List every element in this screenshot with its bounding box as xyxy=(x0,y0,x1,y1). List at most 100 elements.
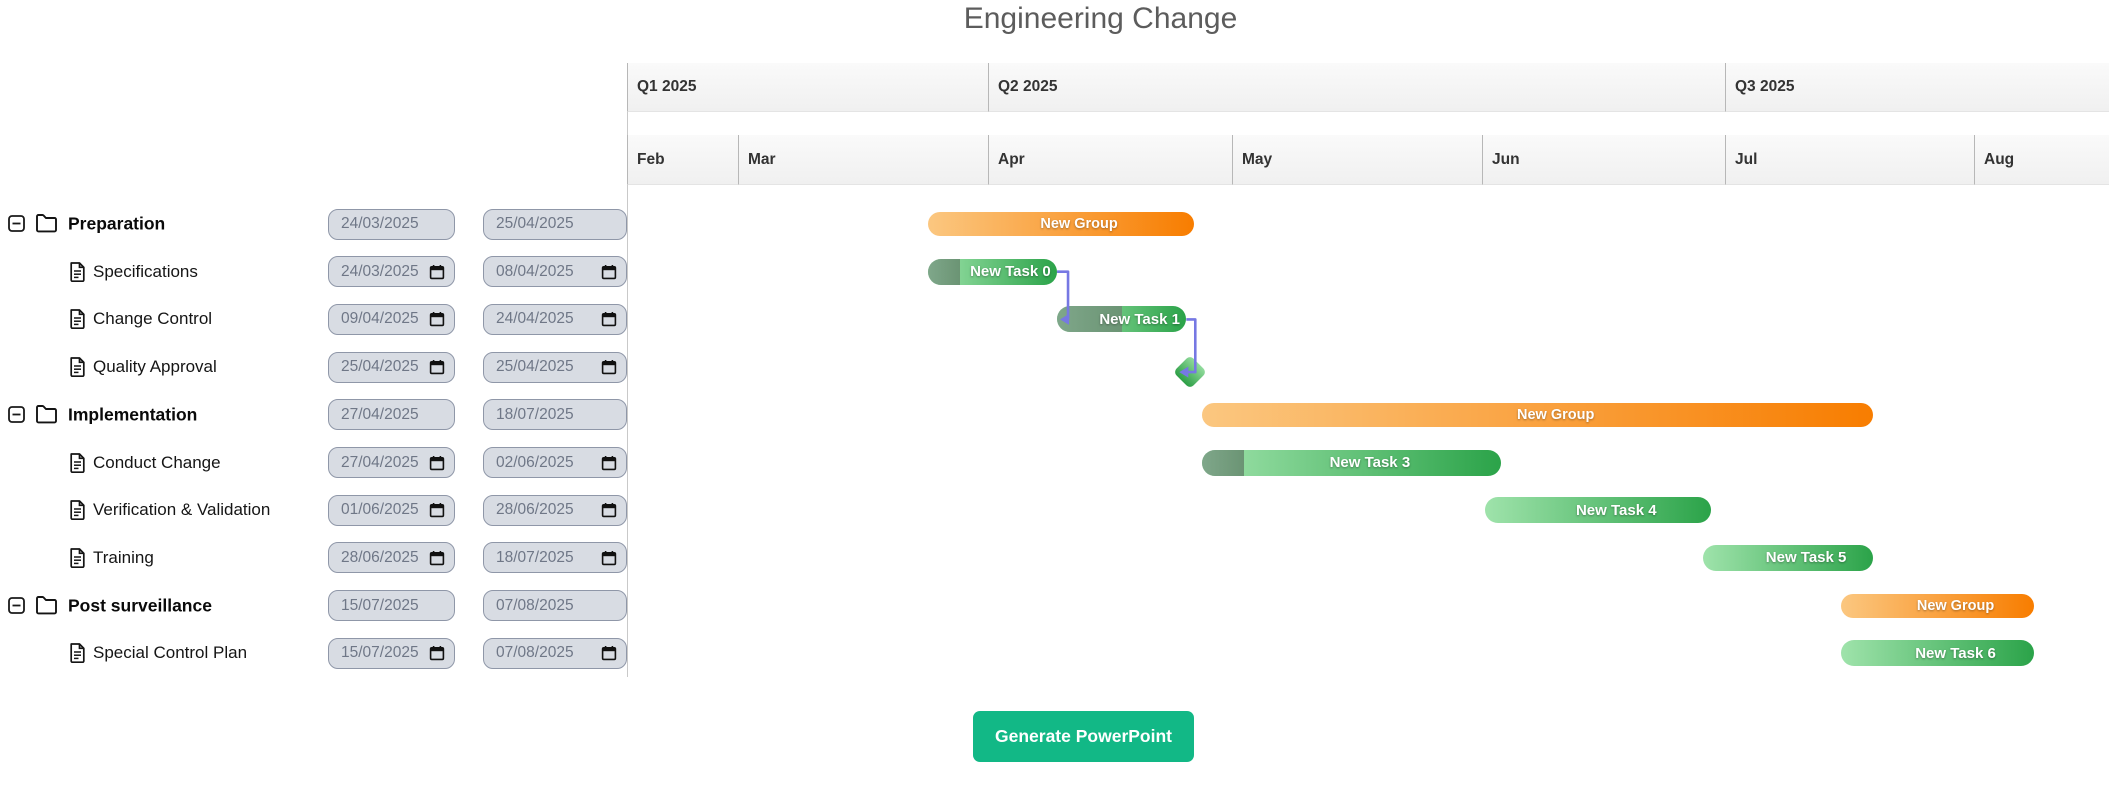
task-progress xyxy=(1202,449,1245,476)
end-date-input[interactable]: 07/08/2025 xyxy=(483,590,627,622)
task-bar-label: New Task 5 xyxy=(1765,549,1847,567)
task-bar-label: New Task 3 xyxy=(1329,454,1411,471)
start-date-input[interactable]: 27/04/2025 xyxy=(328,447,455,478)
milestone-diamond[interactable] xyxy=(1173,355,1208,390)
calendar-icon[interactable] xyxy=(429,455,445,471)
end-date-input[interactable]: 25/04/2025 xyxy=(483,351,627,383)
task-bar-label: New Task 6 xyxy=(1915,644,1996,662)
start-date-input[interactable]: 24/03/2025 xyxy=(328,256,455,288)
collapse-icon[interactable] xyxy=(8,596,25,614)
calendar-icon[interactable] xyxy=(601,502,617,518)
document-icon xyxy=(69,499,86,521)
calendar-icon[interactable] xyxy=(429,359,445,375)
calendar-icon[interactable] xyxy=(429,311,445,327)
document-icon xyxy=(69,308,86,330)
date-value: 27/04/2025 xyxy=(341,453,419,471)
start-date-input[interactable]: 24/03/2025 xyxy=(328,208,455,240)
folder-icon xyxy=(35,404,58,424)
collapse-icon[interactable] xyxy=(8,405,25,423)
calendar-icon[interactable] xyxy=(601,311,617,327)
group-bar[interactable]: New Group xyxy=(1202,402,1873,427)
end-date-input[interactable]: 02/06/2025 xyxy=(483,447,627,478)
date-value: 28/06/2025 xyxy=(341,548,419,566)
date-value: 28/06/2025 xyxy=(496,501,574,519)
date-value: 08/04/2025 xyxy=(496,262,574,280)
quarter-label: Q3 2025 xyxy=(1735,78,1795,95)
task-label: Quality Approval xyxy=(93,357,217,377)
start-date-input[interactable]: 15/07/2025 xyxy=(328,637,455,669)
task-progress xyxy=(927,258,961,285)
document-icon xyxy=(69,642,86,664)
task-label: Change Control xyxy=(93,309,213,329)
start-date-input[interactable]: 01/06/2025 xyxy=(328,494,455,526)
start-date-input[interactable]: 25/04/2025 xyxy=(328,351,455,383)
timeline-month-cell: Mar xyxy=(738,135,988,185)
document-icon xyxy=(69,452,86,473)
end-date-input[interactable]: 07/08/2025 xyxy=(483,637,627,669)
timeline-month-cell: Jul xyxy=(1725,135,1974,185)
date-value: 24/03/2025 xyxy=(341,262,419,280)
task-label: Conduct Change xyxy=(93,452,221,472)
timeline-month-cell: Apr xyxy=(988,135,1232,185)
timeline-month-cell: Jun xyxy=(1482,135,1725,185)
document-icon xyxy=(69,547,86,568)
group-bar[interactable]: New Group xyxy=(927,212,1195,236)
month-label: Mar xyxy=(748,150,776,168)
calendar-icon[interactable] xyxy=(429,264,445,280)
calendar-icon[interactable] xyxy=(429,550,445,566)
date-value: 27/04/2025 xyxy=(341,405,419,423)
group-label: Post surveillance xyxy=(68,595,212,616)
calendar-icon[interactable] xyxy=(601,264,617,280)
task-bar[interactable]: New Task 6 xyxy=(1840,640,2035,667)
start-date-input[interactable]: 28/06/2025 xyxy=(328,542,455,574)
start-date-input[interactable]: 27/04/2025 xyxy=(328,399,455,431)
collapse-icon[interactable] xyxy=(8,215,25,232)
group-bar-label: New Group xyxy=(1916,597,1995,614)
month-label: Apr xyxy=(998,150,1025,168)
task-bar[interactable]: New Task 0 xyxy=(927,258,1058,285)
group-bar[interactable]: New Group xyxy=(1840,593,2035,618)
date-value: 24/04/2025 xyxy=(496,310,574,328)
calendar-icon[interactable] xyxy=(429,645,445,661)
timeline-month-cell: Aug xyxy=(1974,135,2109,185)
task-bar[interactable]: New Task 1 xyxy=(1057,306,1187,333)
quarter-label: Q1 2025 xyxy=(637,78,697,95)
date-value: 24/03/2025 xyxy=(341,215,419,232)
start-date-input[interactable]: 15/07/2025 xyxy=(328,590,455,622)
folder-icon xyxy=(35,595,58,615)
end-date-input[interactable]: 08/04/2025 xyxy=(483,256,627,288)
date-value: 15/07/2025 xyxy=(341,644,419,662)
end-date-input[interactable]: 28/06/2025 xyxy=(483,494,627,526)
end-date-input[interactable]: 18/07/2025 xyxy=(483,542,627,574)
calendar-icon[interactable] xyxy=(601,645,617,661)
date-value: 07/08/2025 xyxy=(496,644,574,662)
start-date-input[interactable]: 09/04/2025 xyxy=(328,303,455,335)
quarter-label: Q2 2025 xyxy=(998,78,1058,95)
panel-chart-divider xyxy=(627,63,628,677)
month-label: May xyxy=(1242,150,1273,168)
task-bar[interactable]: New Task 3 xyxy=(1202,449,1502,476)
date-value: 01/06/2025 xyxy=(341,501,419,519)
month-label: Jul xyxy=(1735,150,1758,168)
end-date-input[interactable]: 18/07/2025 xyxy=(483,399,627,431)
generate-powerpoint-button[interactable]: Generate PowerPoint xyxy=(973,711,1194,762)
month-label: Feb xyxy=(637,150,665,168)
task-bar[interactable]: New Task 5 xyxy=(1703,544,1873,571)
calendar-icon[interactable] xyxy=(429,502,445,518)
date-value: 09/04/2025 xyxy=(341,310,419,328)
end-date-input[interactable]: 25/04/2025 xyxy=(483,208,627,240)
date-value: 15/07/2025 xyxy=(341,596,419,614)
task-bar[interactable]: New Task 4 xyxy=(1485,497,1712,524)
date-value: 18/07/2025 xyxy=(496,405,574,423)
calendar-icon[interactable] xyxy=(601,359,617,375)
calendar-icon[interactable] xyxy=(601,455,617,471)
task-bar-label: New Task 4 xyxy=(1575,501,1657,519)
end-date-input[interactable]: 24/04/2025 xyxy=(483,303,627,335)
date-value: 25/04/2025 xyxy=(496,215,574,232)
task-bar-label: New Task 1 xyxy=(1099,310,1180,328)
timeline-quarter-cell: Q2 2025 xyxy=(988,63,1725,112)
date-value: 07/08/2025 xyxy=(496,596,574,614)
calendar-icon[interactable] xyxy=(601,550,617,566)
